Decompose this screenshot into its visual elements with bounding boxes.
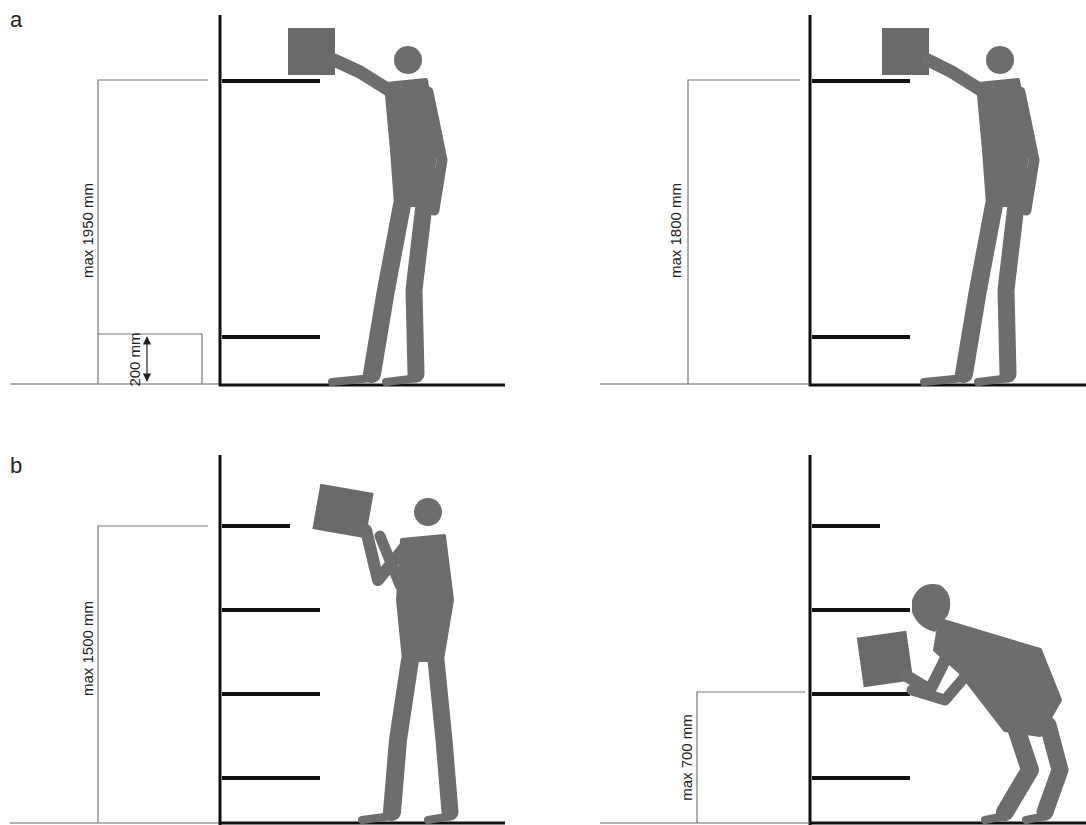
dimension-label: max 1500 mm (80, 600, 95, 695)
shelf-rack (219, 384, 505, 387)
person-reaching (334, 60, 392, 92)
shelf-rack (809, 384, 1086, 387)
person-reaching (394, 46, 422, 74)
dimension-label: max 700 mm (678, 714, 693, 801)
person-reaching (288, 28, 442, 382)
shelf-rack (10, 822, 220, 823)
person-lifting (380, 536, 430, 585)
dimension-line (98, 526, 208, 823)
shelf-rack (809, 455, 812, 825)
dimension-line (688, 80, 800, 384)
person-reaching (964, 205, 994, 374)
shelf-rack (222, 608, 320, 612)
shelf-rack (812, 79, 910, 83)
shelf-rack (222, 692, 320, 696)
dimension-line (600, 383, 810, 384)
person-bending (905, 650, 950, 690)
shelf-rack (812, 608, 910, 612)
person-lifting (362, 816, 392, 820)
dimension-line (600, 692, 810, 823)
shelf-rack (812, 776, 910, 780)
dimension-line (146, 337, 147, 381)
person-reaching (1006, 205, 1016, 374)
shelf-rack (812, 335, 910, 339)
person-reaching (372, 205, 402, 374)
person-reaching (986, 46, 1014, 74)
person-bending (857, 584, 1060, 820)
dimension-line (98, 80, 208, 384)
shelf-rack (809, 15, 1086, 386)
person-reaching (288, 28, 335, 75)
person-reaching (978, 378, 1010, 382)
person-bending (912, 665, 975, 700)
shelf-rack (812, 524, 880, 528)
shelf-rack (222, 776, 320, 780)
shelf-rack (222, 335, 320, 339)
person-bending (1026, 816, 1046, 820)
dimension-label: max 1800 mm (668, 182, 683, 277)
person-reaching (928, 60, 984, 92)
person-lifting (436, 660, 450, 812)
shelf-rack (812, 692, 910, 696)
shelf-rack (10, 383, 220, 384)
dimension-label: max 1950 mm (80, 182, 95, 277)
dimension-label: 200 mm (127, 332, 142, 386)
shelf-rack (222, 79, 320, 83)
dimension-line (98, 334, 202, 384)
dimension-line (98, 526, 208, 823)
person-lifting (392, 660, 410, 812)
person-reaching (924, 378, 964, 382)
shelf-rack (10, 455, 505, 825)
shelf-rack (219, 15, 222, 386)
person-reaching (882, 28, 929, 75)
person-bending (985, 816, 1005, 820)
person-bending (1045, 725, 1060, 812)
person-reaching (386, 378, 418, 382)
panel-letter: a (10, 9, 22, 31)
shelf-rack (809, 15, 812, 386)
shelf-rack (809, 822, 1086, 825)
person-bending (1005, 725, 1030, 812)
person-reaching (428, 92, 442, 210)
shelf-rack (219, 455, 222, 825)
person-reaching (1020, 92, 1034, 210)
person-reaching (414, 205, 424, 374)
shelf-rack (222, 524, 290, 528)
person-lifting (414, 498, 442, 526)
dimension-line (697, 692, 805, 823)
person-reaching (882, 28, 1034, 382)
panel-letter: b (10, 455, 22, 477)
person-reaching (332, 378, 372, 382)
dimension-line (98, 80, 208, 384)
person-lifting (312, 484, 452, 820)
shelf-rack (809, 455, 1086, 825)
person-lifting (428, 816, 452, 820)
person-bending (935, 620, 1060, 735)
shelf-rack (10, 15, 505, 386)
dimension-line (600, 822, 810, 823)
dimension-line (600, 80, 810, 384)
